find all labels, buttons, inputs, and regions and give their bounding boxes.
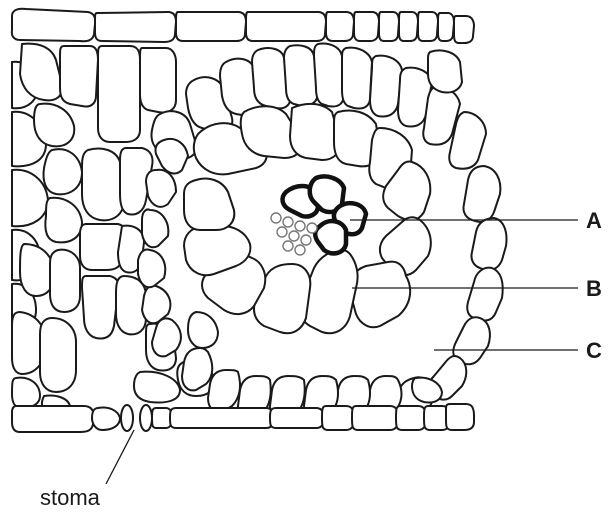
phloem-cell xyxy=(307,223,317,233)
phloem-cell xyxy=(289,231,299,241)
label-b: B xyxy=(586,276,602,301)
phloem-cell xyxy=(271,213,281,223)
stoma-guard-cell-left xyxy=(121,405,133,431)
lower-epidermis xyxy=(12,404,474,432)
label-a: A xyxy=(586,208,602,233)
phloem-cell xyxy=(283,241,293,251)
phloem-cell xyxy=(301,235,311,245)
phloem-cell xyxy=(277,227,287,237)
vascular-bundle xyxy=(271,176,366,255)
label-c: C xyxy=(586,338,602,363)
phloem-cell xyxy=(283,217,293,227)
stoma-guard-cell-right xyxy=(140,405,152,431)
phloem-cell xyxy=(295,245,305,255)
phloem-cell xyxy=(295,221,305,231)
label-stoma: stoma xyxy=(40,485,101,510)
upper-epidermis xyxy=(12,9,474,43)
xylem-vessel-bottom xyxy=(315,221,346,253)
leader-line-stoma xyxy=(106,430,134,484)
